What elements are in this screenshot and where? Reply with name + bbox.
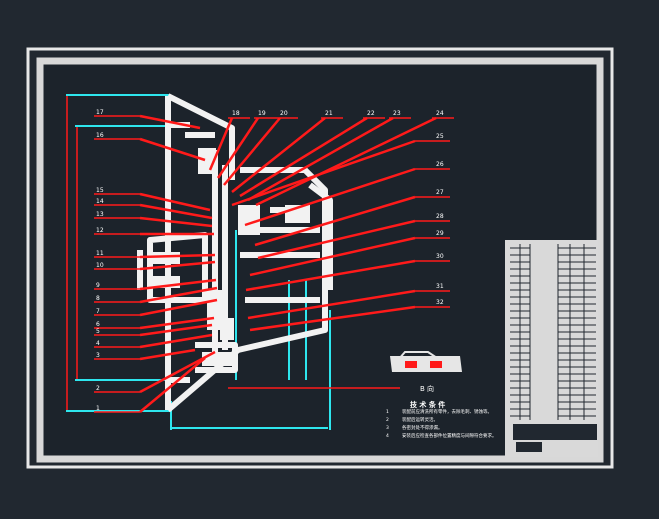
balloon-22: 22 (367, 110, 375, 117)
balloon-11: 11 (96, 250, 104, 257)
leader-line-22 (239, 116, 368, 198)
leader-line-30 (245, 259, 416, 292)
note-text-2: 装配后运转灵活。 (402, 416, 438, 423)
balloon-2: 2 (96, 385, 100, 392)
leader-line-9 (139, 278, 217, 291)
note-text-4: 安装后应检查各部件位置精度与间隙符合要求。 (402, 432, 497, 439)
leader-line-8 (139, 286, 218, 304)
leader-line-23 (247, 116, 394, 202)
leader-line-5 (139, 323, 213, 337)
balloon-18: 18 (232, 110, 240, 117)
balloon-21: 21 (325, 110, 333, 117)
leader-line-7 (139, 298, 218, 317)
note-number-3: 3 (386, 425, 389, 431)
leader-line-13 (139, 216, 213, 228)
title-block (505, 240, 598, 457)
balloon-9: 9 (96, 282, 100, 289)
balloon-25: 25 (436, 133, 444, 140)
balloon-13: 13 (96, 211, 104, 218)
balloon-24: 24 (436, 110, 444, 117)
balloon-23: 23 (393, 110, 401, 117)
balloon-10: 10 (96, 262, 104, 269)
balloon-4: 4 (96, 340, 100, 347)
notes-title: 技 术 条 件 (410, 400, 445, 409)
balloon-27: 27 (436, 189, 444, 196)
leader-line-24 (255, 116, 437, 207)
balloon-20: 20 (280, 110, 288, 117)
balloon-26: 26 (436, 161, 444, 168)
balloon-1: 1 (96, 405, 100, 412)
balloon-19: 19 (258, 110, 266, 117)
leader-line-3 (139, 348, 196, 361)
leader-line-28 (257, 219, 416, 260)
leader-line-6 (139, 316, 215, 330)
leader-line-16 (139, 137, 206, 162)
balloon-6: 6 (96, 321, 100, 328)
leader-line-10 (139, 260, 216, 271)
leader-line-4 (139, 333, 213, 349)
note-text-1: 装配前应清洗所有零件，去除毛刺、锈蚀等。 (402, 408, 492, 415)
balloon-15: 15 (96, 187, 104, 194)
note-number-1: 1 (386, 409, 389, 415)
balloon-28: 28 (436, 213, 444, 220)
dimension-lines-red (66, 96, 78, 410)
leader-line-17 (139, 114, 201, 130)
balloon-17: 17 (96, 109, 104, 116)
note-text-3: 各密封处不得渗漏。 (402, 424, 443, 431)
leader-line-20 (223, 117, 281, 186)
balloon-3: 3 (96, 352, 100, 359)
leader-line-26 (244, 167, 416, 227)
leader-line-21 (231, 117, 326, 193)
leader-line-11 (139, 253, 216, 259)
leader-line-14 (139, 203, 213, 220)
balloon-14: 14 (96, 198, 104, 205)
leader-line-18 (208, 117, 234, 171)
leader-line-31 (247, 289, 416, 320)
balloon-7: 7 (96, 308, 100, 315)
b-view-detail (390, 351, 462, 372)
leader-line-32 (249, 305, 416, 332)
leader-line-15 (139, 192, 211, 212)
balloon-31: 31 (436, 283, 444, 290)
leader-lines (94, 114, 454, 413)
view-label: B 向 (420, 384, 434, 393)
leader-line-19 (216, 117, 260, 179)
balloon-5: 5 (96, 328, 100, 335)
balloon-8: 8 (96, 295, 100, 302)
leader-line-29 (249, 236, 416, 277)
technical-notes: B 向 技 术 条 件 1 装配前应清洗所有零件，去除毛刺、锈蚀等。 2 装配后运转灵… (386, 384, 497, 439)
note-number-4: 4 (386, 433, 389, 439)
leader-line-25 (231, 139, 416, 207)
balloon-30: 30 (436, 253, 444, 260)
leader-line-27 (254, 195, 416, 247)
balloon-29: 29 (436, 230, 444, 237)
balloon-32: 32 (436, 299, 444, 306)
balloon-16: 16 (96, 132, 104, 139)
note-number-2: 2 (386, 417, 389, 423)
balloon-12: 12 (96, 227, 104, 234)
leader-line-1 (139, 357, 206, 413)
dimension-lines (66, 94, 331, 430)
